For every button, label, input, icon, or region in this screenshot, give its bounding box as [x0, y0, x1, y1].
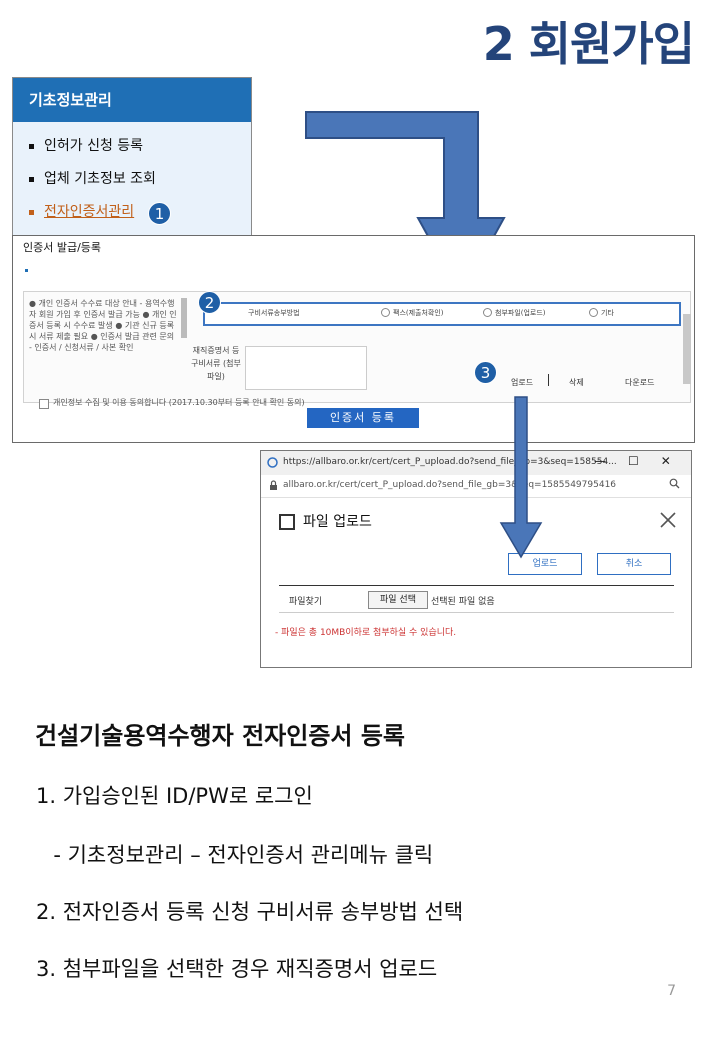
lock-icon [270, 480, 277, 490]
file-status-text: 선택된 파일 없음 [431, 597, 495, 607]
consent-checkbox[interactable] [39, 399, 49, 409]
step-1-marker: 1 [148, 202, 171, 225]
close-window-icon[interactable]: ✕ [660, 454, 692, 468]
maximize-icon[interactable]: ☐ [628, 454, 661, 468]
send-method-row [203, 302, 681, 326]
delete-link[interactable]: 삭제 [569, 378, 584, 387]
bullet-icon [29, 209, 34, 215]
window-controls[interactable]: —☐✕ [594, 454, 692, 468]
option-fax-label: 팩스(제출처확인) [393, 309, 444, 317]
section-title: 건설기술용역수행자 전자인증서 등록 [35, 722, 405, 750]
file-list-box[interactable] [245, 346, 367, 390]
minimize-icon[interactable]: — [594, 454, 628, 468]
bullet-icon [29, 176, 34, 182]
sidebar-item-permit-register[interactable]: 인허가 신청 등록 [13, 130, 251, 163]
option-attachment-label: 첨부파일(업로드) [495, 309, 546, 317]
sidebar-header: 기초정보관리 [13, 78, 251, 122]
send-method-label: 구비서류송부방법 [248, 309, 300, 317]
notice-scrollbar[interactable] [181, 298, 187, 338]
page-heading: 2 회원가입 [482, 17, 695, 71]
choose-file-button[interactable]: 파일 선택 [368, 591, 428, 609]
step-2-marker: 2 [198, 291, 221, 314]
upload-dialog-icon [279, 514, 295, 530]
bullet-icon [29, 143, 34, 149]
documents-label: 재직증명서 등 구비서류 (첨부파일) [191, 346, 241, 381]
consent-text: 개인정보 수집 및 이용 동의합니다 (2017.10.30부터 등록 안내 확… [53, 398, 305, 407]
zoom-icon[interactable] [669, 478, 680, 489]
radio-attachment[interactable] [483, 308, 492, 317]
file-find-label: 파일찾기 [289, 597, 323, 607]
page-number: 7 [667, 983, 676, 999]
flow-arrow-small [499, 396, 543, 559]
close-icon[interactable] [659, 511, 677, 529]
window-url: https://allbaro.or.kr/cert/cert_P_upload… [283, 457, 617, 467]
radio-fax[interactable] [381, 308, 390, 317]
sidebar-item-company-info[interactable]: 업체 기초정보 조회 [13, 163, 251, 196]
option-other-label: 기타 [601, 309, 614, 317]
instruction-step-2: 2. 전자인증서 등록 신청 구비서류 송부방법 선택 [36, 900, 464, 924]
register-cert-button[interactable]: 인증서 등록 [307, 408, 419, 428]
address-text: allbaro.or.kr/cert/cert_P_upload.do?send… [283, 480, 617, 490]
sidebar-menu: 기초정보관리 인허가 신청 등록 업체 기초정보 조회 전자인증서관리 [12, 77, 252, 239]
link-separator [548, 374, 549, 386]
download-link[interactable]: 다운로드 [625, 378, 655, 387]
table-top-border [279, 585, 674, 586]
instruction-step-1: 1. 가입승인된 ID/PW로 로그인 [36, 784, 313, 808]
step-3-marker: 3 [474, 361, 497, 384]
file-upload-popup: https://allbaro.or.kr/cert/cert_P_upload… [260, 450, 692, 668]
dialog-title: 파일 업로드 [303, 514, 372, 530]
marker-dot [25, 269, 28, 272]
instruction-step-1-sub: - 기초정보관리 – 전자인증서 관리메뉴 클릭 [40, 843, 434, 867]
cert-issue-panel: 인증서 발급/등록 ● 개인 인증서 수수료 대상 안내 - 용역수행자 회원 … [12, 235, 695, 443]
sidebar-item-cert-management[interactable]: 전자인증서관리 [13, 196, 251, 229]
address-bar[interactable] [261, 475, 691, 498]
panel-scrollbar[interactable] [683, 314, 691, 384]
radio-other[interactable] [589, 308, 598, 317]
upload-link[interactable]: 업로드 [511, 378, 534, 387]
browser-icon [267, 457, 278, 468]
notice-text: ● 개인 인증서 수수료 대상 안내 - 용역수행자 회원 가입 후 인증서 발… [29, 299, 177, 352]
file-size-note: - 파일은 총 10MB이하로 첨부하실 수 있습니다. [275, 628, 457, 638]
instruction-step-3: 3. 첨부파일을 선택한 경우 재직증명서 업로드 [36, 957, 438, 981]
table-bottom-border [279, 612, 674, 613]
panel-title: 인증서 발급/등록 [23, 241, 102, 254]
upload-button[interactable]: 업로드 [508, 553, 582, 575]
cancel-button[interactable]: 취소 [597, 553, 671, 575]
